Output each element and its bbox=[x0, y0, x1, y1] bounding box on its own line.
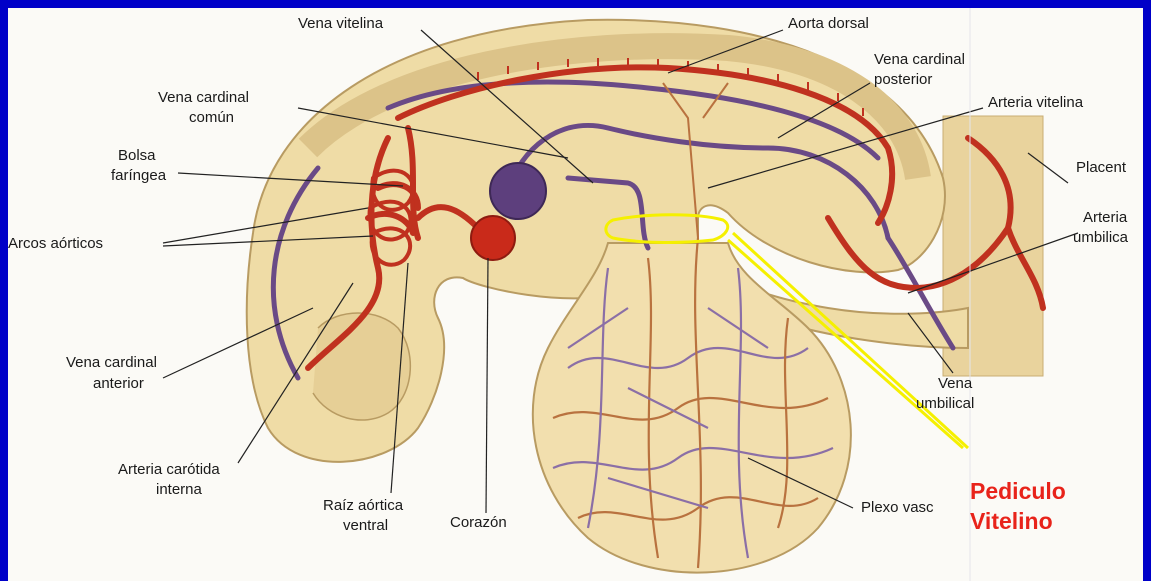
label-raiz-aortica-2: ventral bbox=[343, 516, 388, 535]
label-vena-cardinal-anterior-2: anterior bbox=[93, 374, 144, 393]
label-vena-cardinal-posterior-2: posterior bbox=[874, 70, 932, 89]
diagram-panel: Vena vitelina Aorta dorsal Vena cardinal… bbox=[8, 8, 1143, 581]
heart bbox=[471, 216, 515, 260]
label-corazon: Corazón bbox=[450, 513, 507, 532]
pediculo-title-line-1: Pediculo bbox=[970, 478, 1066, 504]
label-plexo-vascular: Plexo vasc bbox=[861, 498, 934, 517]
label-arteria-umbilical-1: Arteria bbox=[1083, 208, 1127, 227]
label-vena-umbilical-1: Vena bbox=[938, 374, 972, 393]
label-vena-vitelina: Vena vitelina bbox=[298, 14, 383, 33]
label-vena-cardinal-anterior-1: Vena cardinal bbox=[66, 353, 157, 372]
label-arteria-carotida-2: interna bbox=[156, 480, 202, 499]
label-aorta-dorsal: Aorta dorsal bbox=[788, 14, 869, 33]
label-arteria-umbilical-2: umbilica bbox=[1073, 228, 1128, 247]
label-placenta: Placent bbox=[1076, 158, 1126, 177]
label-vena-umbilical-2: umbilical bbox=[916, 394, 974, 413]
pediculo-title-line-2: Vitelino bbox=[970, 508, 1053, 534]
label-vena-cardinal-comun-1: Vena cardinal bbox=[158, 88, 249, 107]
label-raiz-aortica-1: Raíz aórtica bbox=[323, 496, 403, 515]
label-bolsa-faringea-1: Bolsa bbox=[118, 146, 156, 165]
label-arcos-aorticos: Arcos aórticos bbox=[8, 234, 103, 253]
label-vena-cardinal-comun-2: común bbox=[189, 108, 234, 127]
label-arteria-carotida-1: Arteria carótida bbox=[118, 460, 220, 479]
label-bolsa-faringea-2: faríngea bbox=[111, 166, 166, 185]
head-lobe bbox=[313, 313, 410, 420]
label-arteria-vitelina: Arteria vitelina bbox=[988, 93, 1083, 112]
sinus-venosus bbox=[490, 163, 546, 219]
label-vena-cardinal-posterior-1: Vena cardinal bbox=[874, 50, 965, 69]
